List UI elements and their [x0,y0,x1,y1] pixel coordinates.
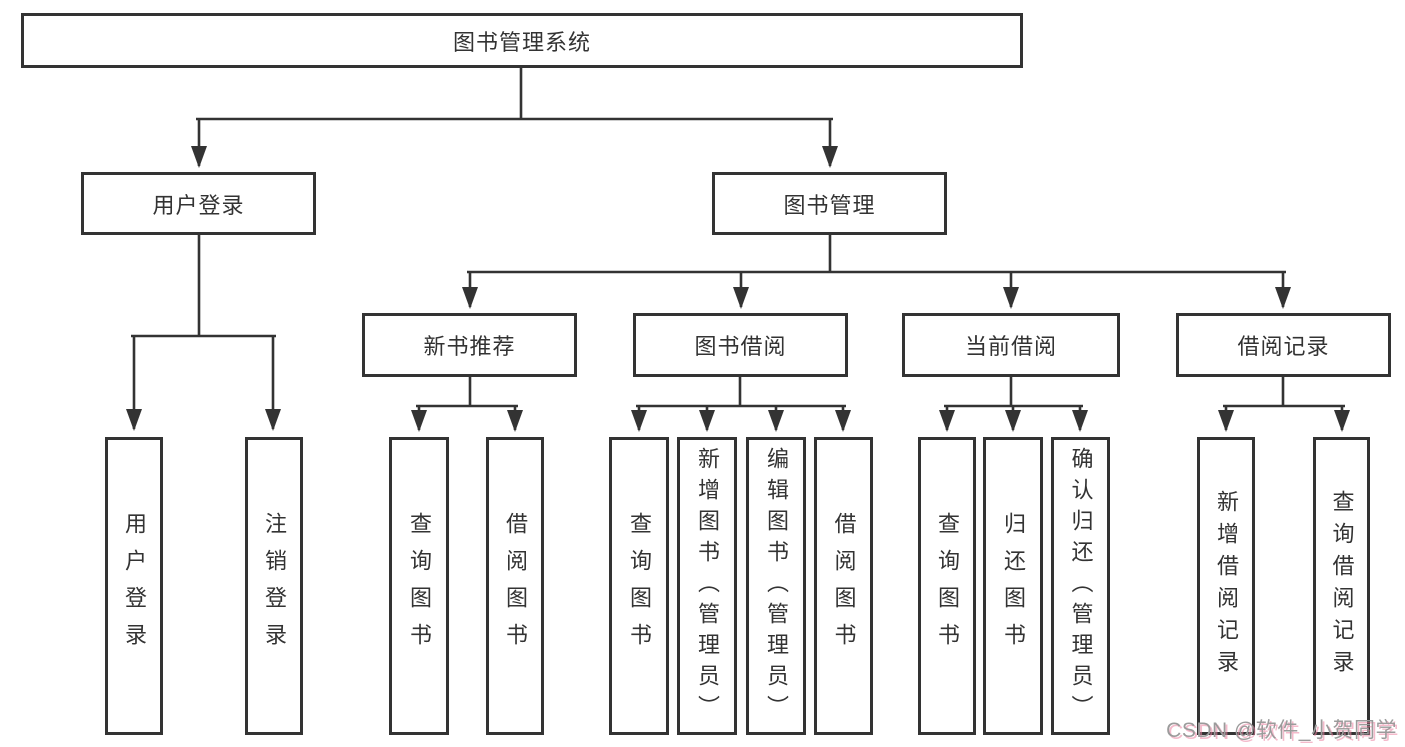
leaf-edit-book-admin-label: 编辑图书（管理员） [764,446,789,726]
node-current-borrowing-label: 当前借阅 [964,334,1057,359]
leaf-query-books-recommend-label: 查询图书 [407,512,432,660]
leaf-edit-book-admin: 编辑图书（管理员） [746,437,806,735]
leaf-borrow-books: 借阅图书 [814,437,873,735]
leaf-query-books-recommend: 查询图书 [389,437,449,735]
leaf-add-borrow-record: 新增借阅记录 [1197,437,1255,735]
node-new-book-recommend: 新书推荐 [362,313,577,377]
node-book-borrowing-label: 图书借阅 [694,334,787,359]
leaf-borrow-books-recommend-label: 借阅图书 [503,512,528,660]
leaf-confirm-return-admin-label: 确认归还（管理员） [1068,446,1094,726]
watermark: CSDN @软件_小贺同学 [1166,719,1397,742]
node-current-borrowing: 当前借阅 [902,313,1120,377]
node-user-login: 用户登录 [81,172,316,235]
leaf-borrow-books-label: 借阅图书 [831,512,857,660]
node-book-borrowing: 图书借阅 [633,313,848,377]
leaf-return-books: 归还图书 [983,437,1043,735]
leaf-add-book-admin-label: 新增图书（管理员） [695,446,720,726]
node-user-login-label: 用户登录 [152,192,245,218]
node-book-management-label: 图书管理 [783,192,876,218]
leaf-query-borrow-record: 查询借阅记录 [1313,437,1370,735]
leaf-confirm-return-admin: 确认归还（管理员） [1051,437,1110,735]
node-library-system-label: 图书管理系统 [452,29,591,55]
leaf-logout-label: 注销登录 [262,512,287,660]
leaf-return-books-label: 归还图书 [1001,512,1026,660]
leaf-user-login-label: 用户登录 [122,512,147,660]
leaf-add-book-admin: 新增图书（管理员） [677,437,737,735]
node-borrow-records-label: 借阅记录 [1237,334,1330,359]
leaf-query-books-borrow: 查询图书 [609,437,669,735]
leaf-borrow-books-recommend: 借阅图书 [486,437,544,735]
leaf-query-books-borrow-label: 查询图书 [627,512,652,660]
node-book-management: 图书管理 [712,172,947,235]
node-library-system: 图书管理系统 [21,13,1023,68]
leaf-query-books-current: 查询图书 [918,437,976,735]
leaf-user-login: 用户登录 [105,437,163,735]
node-new-book-recommend-label: 新书推荐 [423,334,516,359]
leaf-add-borrow-record-label: 新增借阅记录 [1214,490,1239,682]
leaf-logout: 注销登录 [245,437,303,735]
leaf-query-borrow-record-label: 查询借阅记录 [1329,490,1355,682]
node-borrow-records: 借阅记录 [1176,313,1391,377]
leaf-query-books-current-label: 查询图书 [935,512,960,660]
